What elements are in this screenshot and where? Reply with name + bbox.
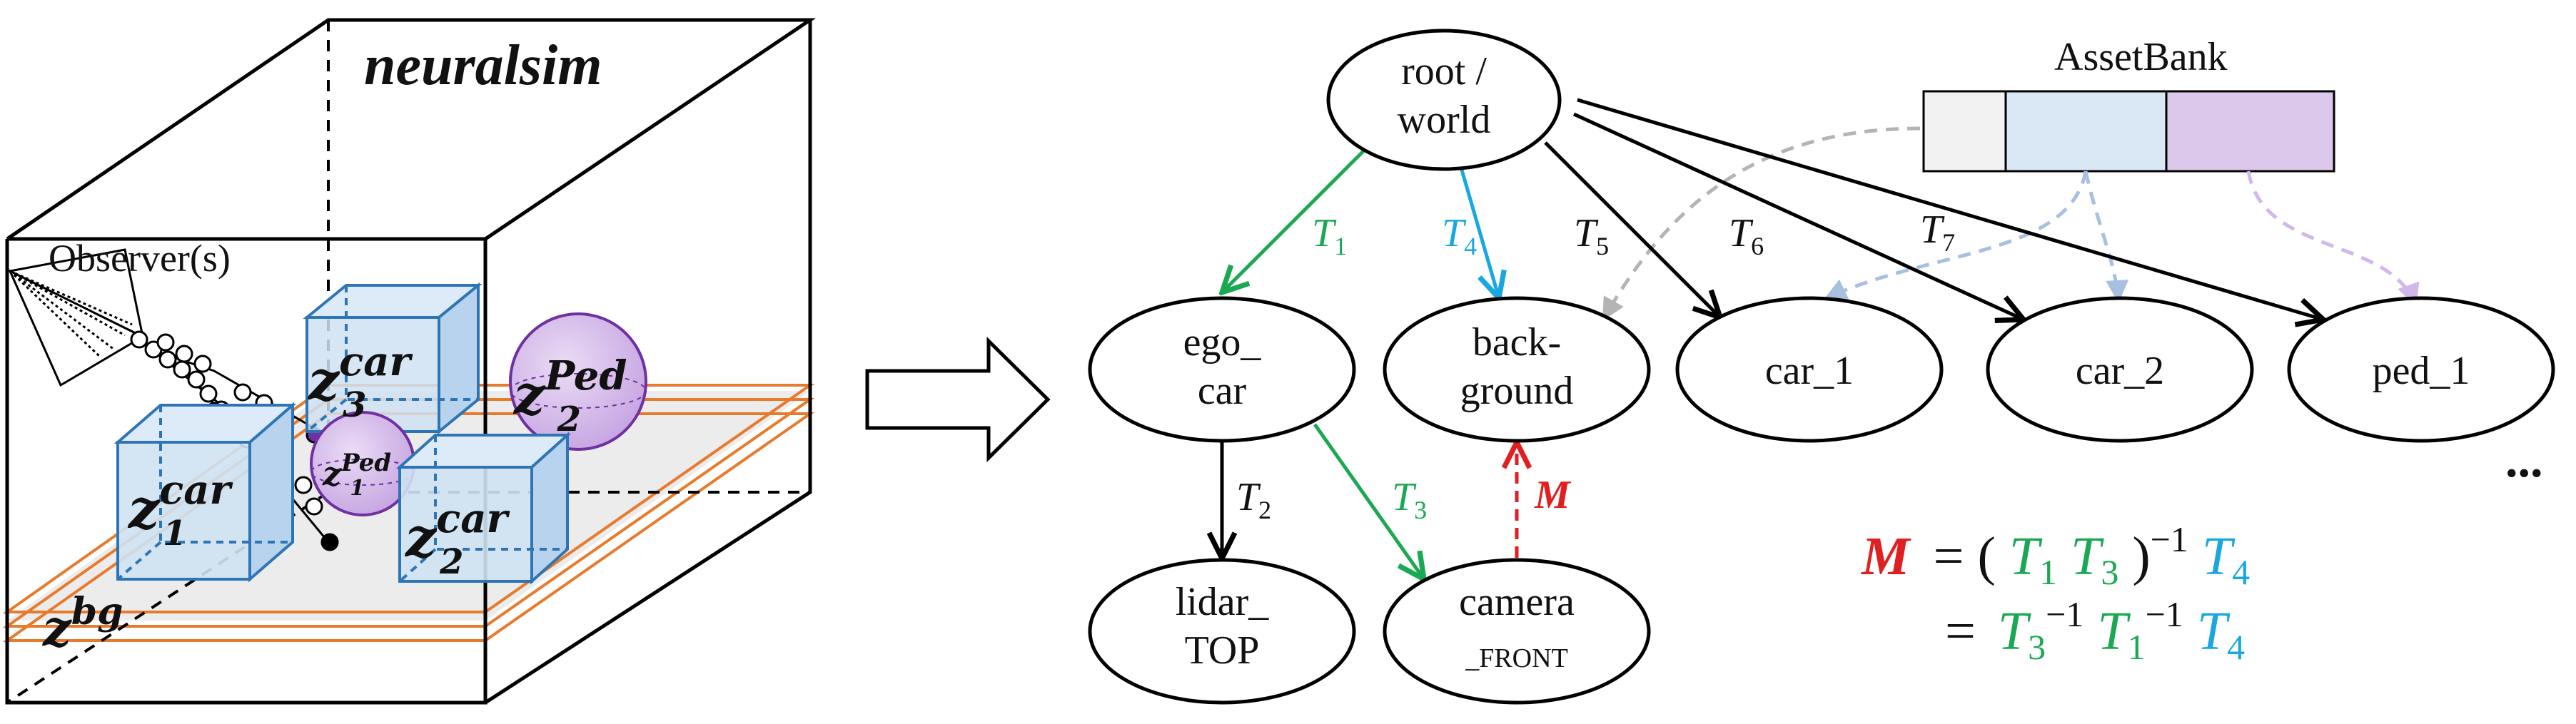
svg-text:T1: T1 bbox=[1312, 211, 1347, 260]
svg-text:root /: root / bbox=[1401, 49, 1487, 93]
node-car-2: car_2 bbox=[1986, 296, 2254, 443]
observer-label: Observer(s) bbox=[49, 237, 231, 280]
svg-text:M: M bbox=[1534, 473, 1572, 517]
svg-text:T5: T5 bbox=[1574, 211, 1609, 260]
scene-title: neuralsim bbox=[364, 34, 602, 97]
svg-text:T7: T7 bbox=[1920, 208, 1955, 257]
svg-text:T2: T2 bbox=[1236, 475, 1271, 524]
svg-text:back-: back- bbox=[1473, 320, 1561, 364]
svg-text:lidar_: lidar_ bbox=[1176, 580, 1270, 624]
latent-background: zbg bbox=[41, 590, 123, 658]
ellipsis: ... bbox=[2505, 433, 2543, 488]
svg-text:car_1: car_1 bbox=[1765, 349, 1854, 393]
edge-m: M bbox=[1517, 442, 1572, 558]
svg-text:car_2: car_2 bbox=[2076, 349, 2164, 393]
svg-text:world: world bbox=[1398, 98, 1491, 142]
scene-panel: neuralsim Observer(s) bbox=[2, 18, 817, 705]
ped-2-sphere bbox=[509, 312, 647, 451]
car-2-box bbox=[395, 432, 572, 585]
node-camera: camera _FRONT bbox=[1383, 558, 1651, 705]
svg-text:car: car bbox=[1198, 369, 1247, 413]
node-car-1: car_1 bbox=[1675, 296, 1944, 443]
asset-bank bbox=[1922, 90, 2335, 173]
edge-t3: T3 bbox=[1313, 423, 1427, 579]
node-background: back- ground bbox=[1383, 296, 1651, 443]
node-lidar: lidar_ TOP bbox=[1088, 558, 1356, 705]
svg-text:TOP: TOP bbox=[1185, 628, 1260, 673]
edge-t7: T7 bbox=[1577, 98, 2323, 320]
node-ego-car: ego_ car bbox=[1088, 296, 1356, 443]
node-ped-1: ped_1 bbox=[2287, 296, 2555, 443]
svg-text:= T3−1 T1−1: = T3−1 T1−1 T4 bbox=[1945, 578, 2245, 667]
edge-t6: T6 bbox=[1572, 112, 2024, 320]
car-1-box bbox=[113, 402, 297, 583]
svg-text:T6: T6 bbox=[1729, 211, 1764, 260]
svg-text:ego_: ego_ bbox=[1183, 320, 1262, 364]
node-root: root / world bbox=[1326, 29, 1562, 171]
asset-bank-label: AssetBank bbox=[2054, 35, 2228, 79]
svg-text:zbg: zbg bbox=[41, 590, 123, 658]
transform-equation: M = ( T1 T3 )−1 T4 = T3−1 T1−1 T4 bbox=[1861, 504, 2250, 667]
svg-text:camera: camera bbox=[1459, 580, 1575, 624]
edge-t5: T5 bbox=[1544, 141, 1720, 317]
svg-text:_FRONT: _FRONT bbox=[1465, 643, 1568, 673]
svg-text:T4: T4 bbox=[1442, 211, 1477, 260]
edge-t2: T2 bbox=[1222, 442, 1271, 559]
scene-graph: AssetBank T1 T4 T5 T6 bbox=[1088, 29, 2555, 705]
svg-text:ped_1: ped_1 bbox=[2373, 349, 2470, 393]
observer-frustum bbox=[6, 248, 146, 387]
svg-text:T3: T3 bbox=[1392, 475, 1427, 524]
edge-t1: T1 bbox=[1222, 141, 1373, 292]
svg-text:ground: ground bbox=[1460, 369, 1574, 413]
svg-text:M = ( T1: M = ( T1 T3 )−1 T4 bbox=[1861, 504, 2250, 596]
asset-links bbox=[1600, 126, 2420, 322]
transform-arrow bbox=[865, 337, 1051, 462]
edge-t4: T4 bbox=[1442, 162, 1499, 298]
